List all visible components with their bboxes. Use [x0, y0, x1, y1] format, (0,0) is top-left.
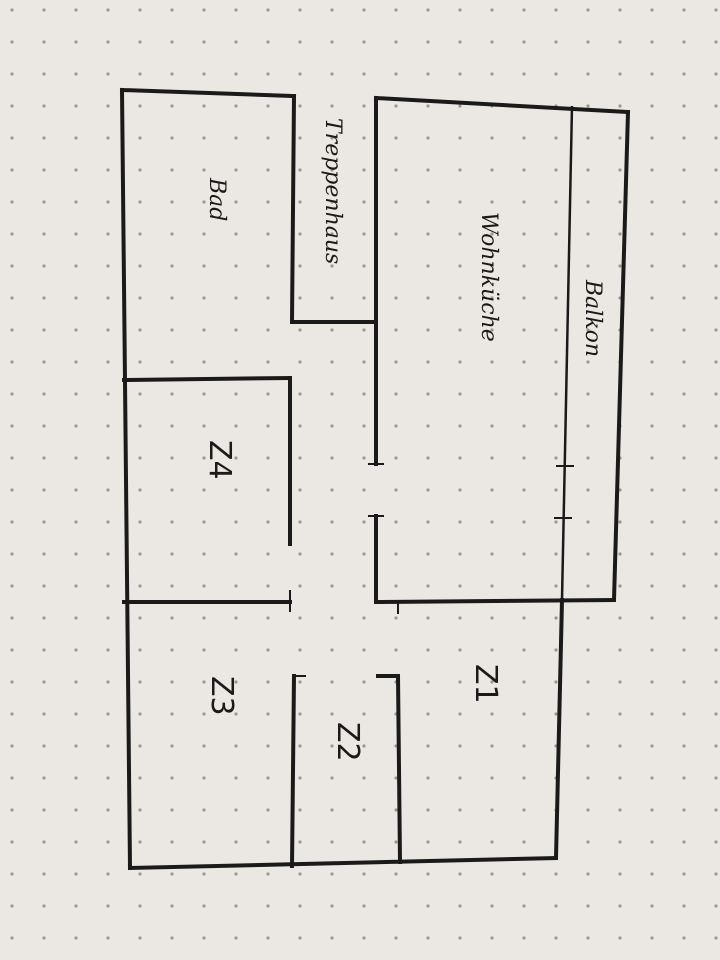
- wohnkueche-top-wall: [373, 95, 631, 115]
- label-z4: Z4: [202, 440, 237, 480]
- z1-right-wall: [553, 597, 565, 861]
- label-z3: Z3: [204, 676, 239, 716]
- outer-wall-left: [119, 87, 133, 871]
- z2-wall: [376, 674, 403, 865]
- label-wohnkueche: Wohnküche: [476, 212, 501, 342]
- bad-top-wall: [119, 87, 297, 99]
- label-bad: Bad: [204, 177, 229, 221]
- label-balkon: Balkon: [580, 279, 605, 357]
- z4-top-wall: [121, 375, 293, 383]
- label-z1: Z1: [468, 664, 503, 704]
- bad-right-wall: [289, 93, 374, 324]
- wohnkueche-bottom-wall: [373, 597, 617, 605]
- bottom-wall: [127, 855, 559, 871]
- label-z2: Z2: [330, 722, 365, 762]
- z3-right-wall: [289, 673, 297, 869]
- balkon-outer-wall: [611, 109, 631, 603]
- label-treppenhaus: Treppenhaus: [320, 118, 345, 264]
